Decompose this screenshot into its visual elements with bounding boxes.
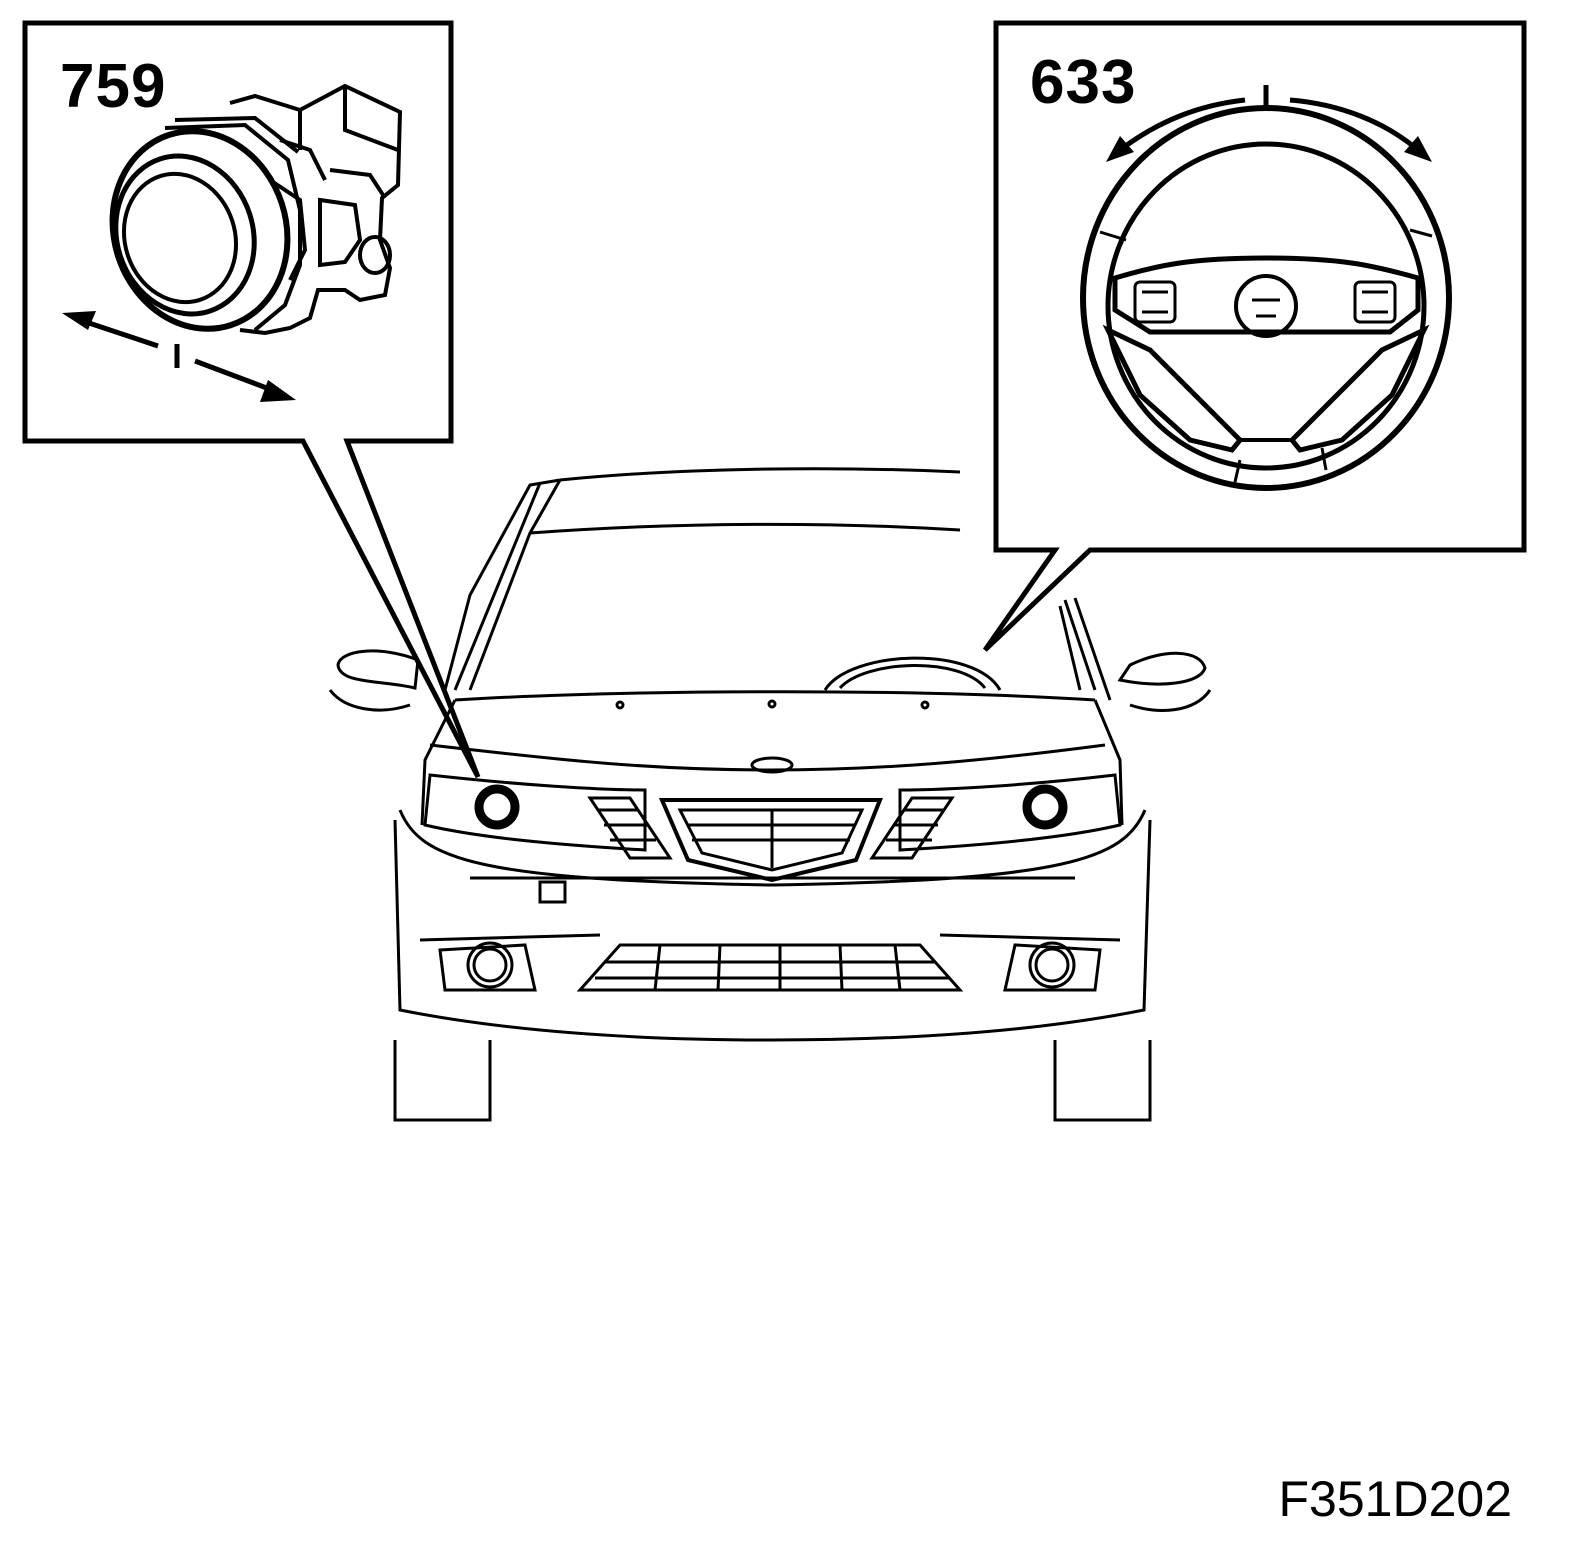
curved-arrow-633 (1106, 85, 1432, 162)
callout-number-759: 759 (60, 52, 167, 121)
figure-id: F351D202 (1278, 1471, 1513, 1527)
fog-lamp-illustration (109, 83, 403, 336)
callout-box-759 (22, 20, 481, 779)
double-arrow-759 (62, 311, 296, 402)
steering-wheel-illustration (1080, 105, 1452, 491)
callout-number-633: 633 (1030, 48, 1137, 117)
car-front-illustration (328, 467, 1212, 1122)
callout-box-633 (982, 20, 1527, 652)
